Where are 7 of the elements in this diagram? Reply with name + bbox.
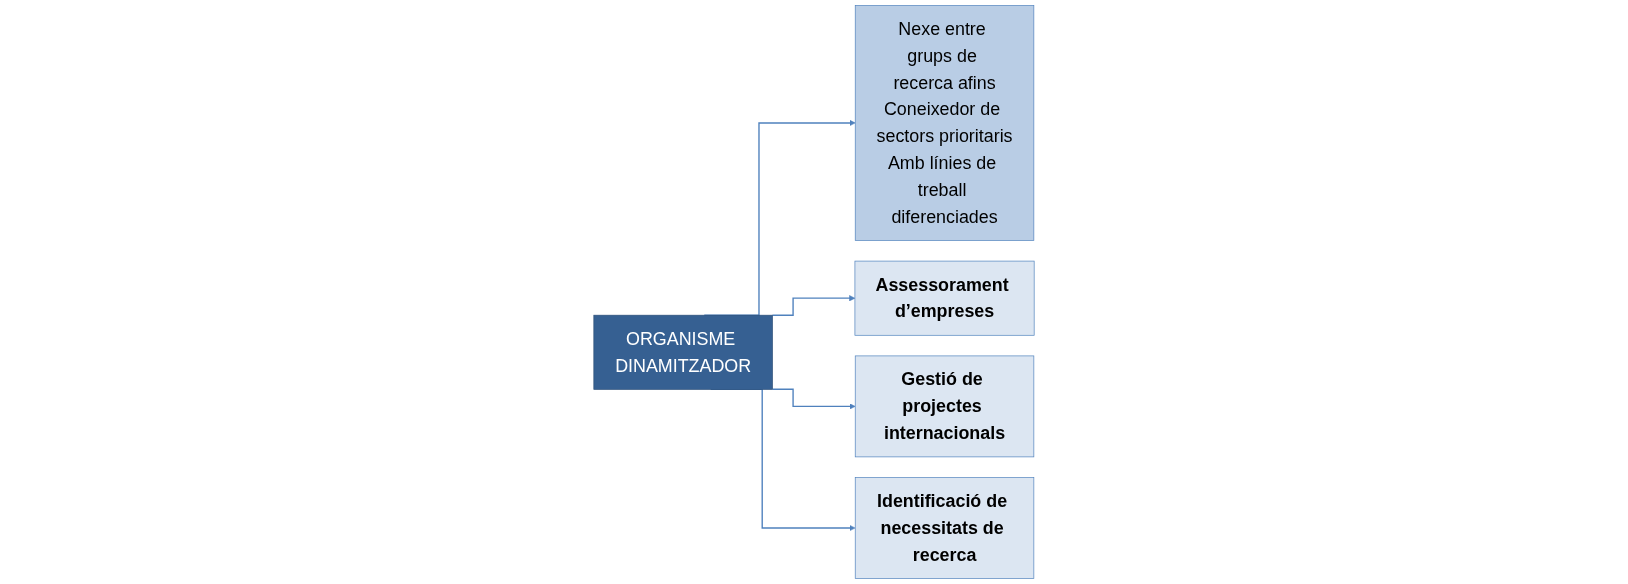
node-box: ORGANISME DINAMITZADOR bbox=[593, 314, 773, 390]
arrow bbox=[771, 388, 856, 410]
node-box: Nexe entre grups de recerca afins Coneixedor de sectors prioritaris Amb línies de treball diferenciades bbox=[854, 5, 1035, 241]
node-box: Assessorament d’empreses bbox=[854, 260, 1035, 336]
node-box: Identificació de necessitats de recerca bbox=[854, 477, 1035, 579]
node-box: Gestió de projectes internacionals bbox=[854, 355, 1035, 458]
arrow bbox=[771, 295, 856, 316]
